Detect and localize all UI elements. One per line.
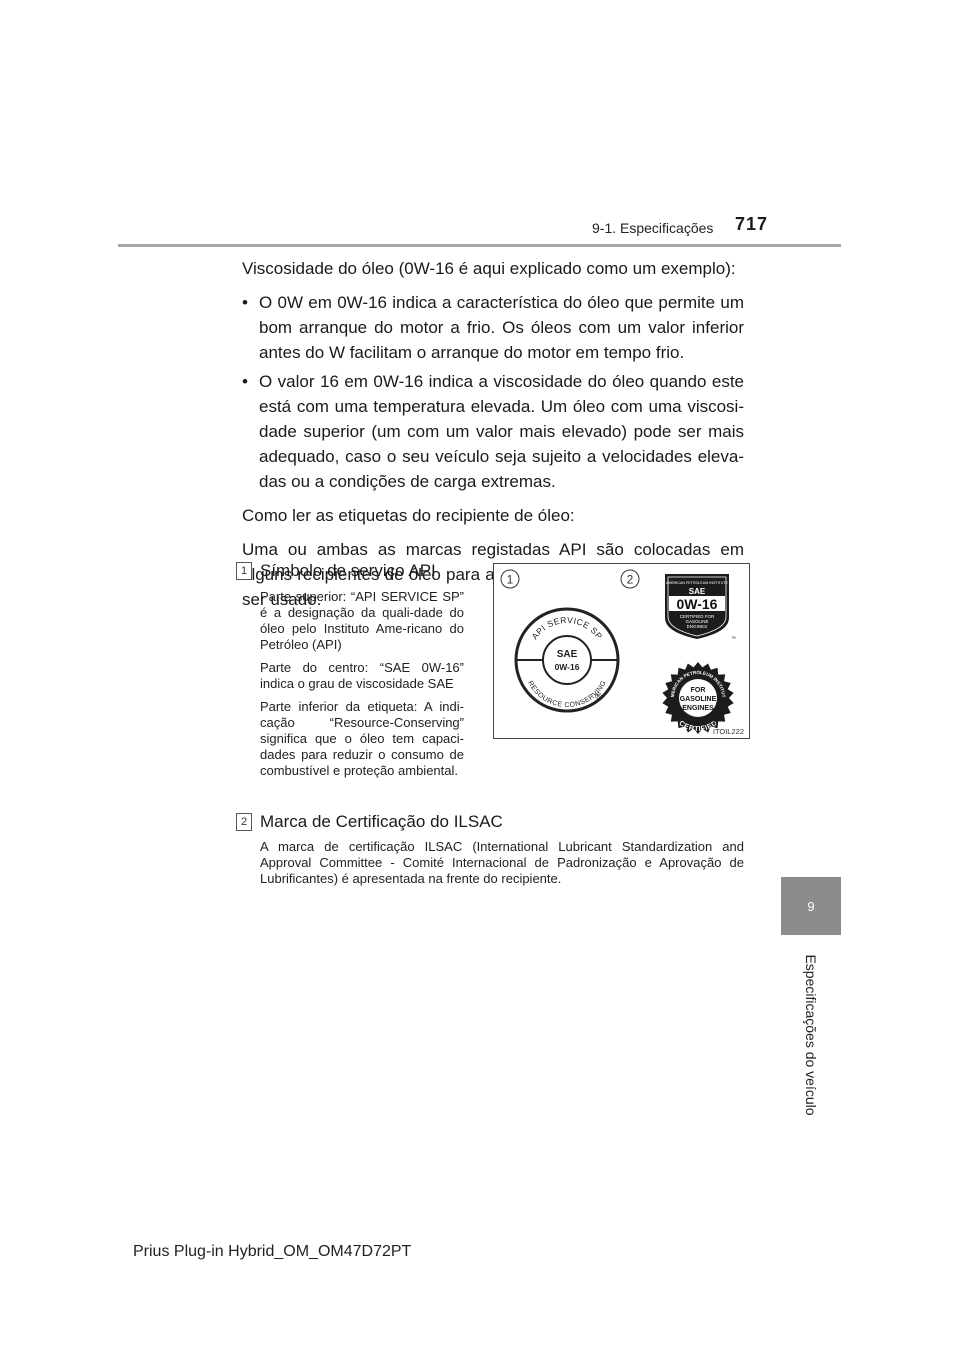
item-number-badge: 1 <box>236 562 252 580</box>
item-description: A marca de certificação ILSAC (Internati… <box>260 839 744 894</box>
oil-label-figure: 1 2 API SERVICE SP RESOURCE CONSERVING S… <box>493 563 750 739</box>
header-rule <box>118 244 841 247</box>
bullet-item: • O 0W em 0W-16 indica a característica … <box>242 290 744 365</box>
main-content: Viscosidade do óleo (0W-16 é aqui explic… <box>242 256 744 621</box>
chapter-tab: 9 <box>781 877 841 935</box>
shield-header-text: AMERICAN PETROLEUM INSTITUTE <box>666 581 729 585</box>
shield-grade-band <box>669 596 725 611</box>
callout-number: 2 <box>627 573 634 587</box>
registered-mark: ® <box>713 720 719 728</box>
donut-center-grade: 0W-16 <box>555 662 580 672</box>
item-paragraph: Parte do centro: “SAE 0W-16” indica o gr… <box>260 660 464 691</box>
chapter-label: Especificações do veículo <box>803 954 819 1116</box>
item-description: Parte superior: “API SERVICE SP” é a des… <box>260 589 464 786</box>
callout-number: 1 <box>507 573 514 587</box>
shield-sae-text: SAE <box>689 587 706 596</box>
registered-mark: ® <box>595 691 602 701</box>
ilsac-shield: AMERICAN PETROLEUM INSTITUTE SAE 0W-16 C… <box>665 574 736 642</box>
item-number-badge: 2 <box>236 813 252 831</box>
donut-center-sae: SAE <box>557 649 578 660</box>
intro-paragraph: Viscosidade do óleo (0W-16 é aqui explic… <box>242 259 736 278</box>
starburst-line-3: ENGINES <box>682 705 714 712</box>
item-title: Marca de Certificação do ILSAC <box>260 812 503 831</box>
callout-circle <box>500 569 520 589</box>
donut-inner-ring <box>542 635 592 685</box>
chapter-number: 9 <box>807 898 815 914</box>
item-paragraph: Parte superior: “API SERVICE SP” é a des… <box>260 589 464 652</box>
section-title: 9-1. Especificações <box>592 220 714 236</box>
shield-line-2: GASOLINE <box>685 619 708 624</box>
bullet-dot: • <box>242 372 248 391</box>
page-number: 717 <box>735 214 769 234</box>
bullet-text: O valor 16 em 0W-16 indica a viscosidade… <box>259 372 744 491</box>
footer-document-id: Prius Plug-in Hybrid_OM_OM47D72PT <box>133 1243 412 1260</box>
item-paragraph: A marca de certificação ILSAC (Internati… <box>260 839 744 886</box>
item-paragraph: Parte inferior da etiqueta: A indi-cação… <box>260 699 464 778</box>
shield-inner-border <box>667 576 727 637</box>
oil-label-illustration: 1 2 API SERVICE SP RESOURCE CONSERVING S… <box>494 564 744 736</box>
bullet-dot: • <box>242 293 248 312</box>
starburst-line-1: FOR <box>691 687 706 694</box>
callout-circle <box>620 569 640 589</box>
shield-line-3: ENGINES <box>687 624 707 629</box>
trademark-mark: ™ <box>731 636 736 642</box>
labels-heading: Como ler as etiquetas do recipiente de ó… <box>242 506 575 525</box>
item-title: Símbolo de serviço API <box>260 561 436 580</box>
api-service-donut: API SERVICE SP RESOURCE CONSERVING SAE 0… <box>514 607 620 713</box>
bullet-item: • O valor 16 em 0W-16 indica a viscosida… <box>242 369 744 494</box>
starburst-center <box>679 679 717 717</box>
shield-grade-text: 0W-16 <box>677 596 718 612</box>
figure-code: ITOIL222 <box>713 727 744 736</box>
starburst-line-2: GASOLINE <box>680 696 717 703</box>
shield-line-1: CERTIFIED FOR <box>680 614 715 619</box>
bullet-text: O 0W em 0W-16 indica a característica do… <box>259 293 744 362</box>
